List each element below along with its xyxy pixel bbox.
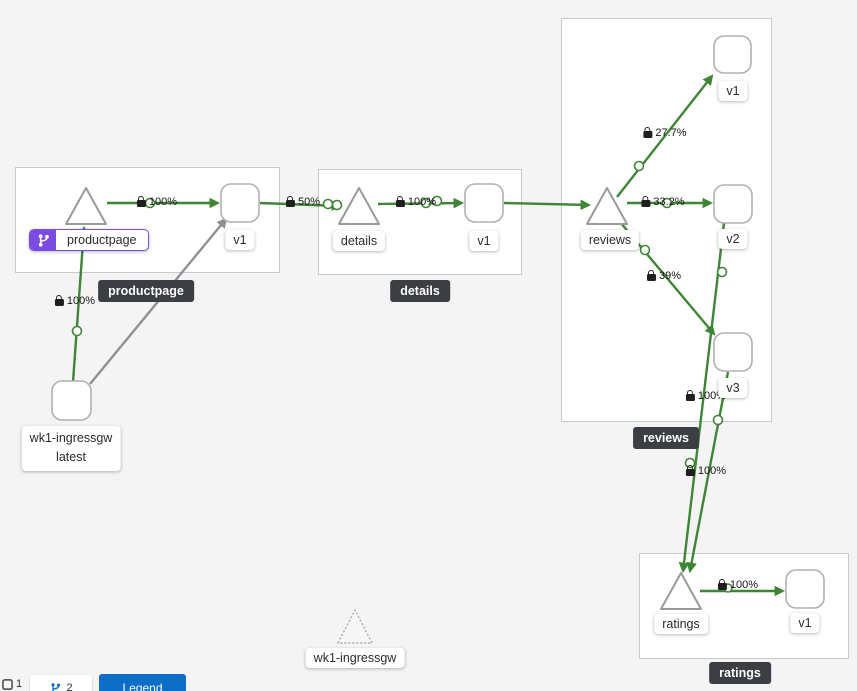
- mtls-lock-icon: [717, 579, 727, 590]
- edge-label: 33.2%: [641, 196, 685, 208]
- ratings-v1-node[interactable]: [785, 569, 825, 609]
- edge-label: 100%: [395, 196, 436, 208]
- edge-v3-to-ratings[interactable]: [686, 371, 730, 574]
- edge-dot: [661, 197, 673, 209]
- mtls-lock-icon: [643, 127, 653, 138]
- productpage-v1-label[interactable]: v1: [225, 230, 255, 250]
- mtls-lock-icon: [685, 465, 695, 476]
- edge-ingress-to-productpage[interactable]: [71, 225, 89, 383]
- edge-dot: [322, 198, 334, 210]
- edge-details-to-v1[interactable]: [377, 197, 465, 209]
- edge-dot: [331, 199, 343, 211]
- reviews-v3-node[interactable]: [713, 332, 753, 372]
- legend-button[interactable]: Legend: [99, 674, 186, 691]
- mtls-lock-icon: [285, 196, 295, 207]
- edge-label: 100%: [685, 465, 726, 477]
- reviews-v1-label[interactable]: v1: [718, 81, 748, 101]
- reviews-v2-node[interactable]: [713, 184, 753, 224]
- details-service-node[interactable]: [338, 187, 380, 225]
- edge-label: 39%: [646, 270, 681, 282]
- idle-service-node[interactable]: [337, 609, 373, 644]
- edge-to-reviews[interactable]: [503, 199, 592, 211]
- namespace-count: 1: [2, 678, 22, 690]
- ratings-tooltip: ratings: [709, 662, 771, 684]
- reviews-v2-label[interactable]: v2: [718, 229, 748, 249]
- edge-dot: [639, 244, 651, 256]
- edge-v2-to-ratings[interactable]: [678, 222, 726, 574]
- graph-node-count-value: 2: [66, 682, 73, 691]
- idle-service-label[interactable]: wk1-ingressgw: [305, 648, 405, 668]
- graph-stats-chip[interactable]: 2: [30, 675, 92, 691]
- edge-label: 50%: [285, 196, 320, 208]
- edge-label: 100%: [717, 579, 758, 591]
- ratings-service-label[interactable]: ratings: [654, 614, 708, 634]
- graph-nodes-icon: [51, 682, 61, 691]
- productpage-tooltip: productpage: [98, 280, 194, 302]
- ingressgw-name: wk1-ingressgw: [29, 431, 113, 445]
- ratings-service-node[interactable]: [660, 572, 702, 610]
- mtls-lock-icon: [646, 270, 656, 281]
- ingressgw-node[interactable]: [51, 380, 92, 421]
- edge-dot: [712, 414, 724, 426]
- details-service-label[interactable]: details: [332, 231, 386, 251]
- edge-reviews-to-v1[interactable]: [616, 74, 714, 198]
- reviews-tooltip: reviews: [633, 427, 699, 449]
- ratings-v1-label[interactable]: v1: [790, 613, 820, 633]
- edge-label: 27.7%: [643, 127, 687, 139]
- virtual-service-branch-icon: [30, 230, 56, 250]
- ingressgw-label[interactable]: wk1-ingressgw latest: [21, 426, 121, 471]
- details-v1-node[interactable]: [464, 183, 504, 223]
- edge-dot: [71, 325, 83, 337]
- namespace-count-value: 1: [16, 678, 23, 690]
- reviews-v3-label[interactable]: v3: [718, 378, 748, 398]
- ingressgw-version: latest: [56, 450, 86, 465]
- reviews-v1-node[interactable]: [713, 35, 752, 74]
- edge-label: 100%: [54, 295, 95, 307]
- edge-label: 100%: [136, 196, 177, 208]
- mtls-lock-icon: [136, 196, 146, 207]
- namespace-icon: [2, 678, 13, 690]
- productpage-service-node[interactable]: [65, 187, 107, 225]
- edge-dot: [716, 266, 728, 278]
- productpage-service-name: productpage: [67, 233, 137, 247]
- reviews-service-label[interactable]: reviews: [580, 230, 640, 250]
- edge-dot: [633, 160, 645, 172]
- mtls-lock-icon: [395, 196, 405, 207]
- mtls-lock-icon: [54, 295, 64, 306]
- edge-dot: [431, 195, 443, 207]
- mtls-lock-icon: [685, 390, 695, 401]
- mtls-lock-icon: [641, 196, 651, 207]
- edge-dot: [420, 197, 432, 209]
- details-tooltip: details: [390, 280, 450, 302]
- details-v1-label[interactable]: v1: [469, 231, 499, 251]
- reviews-service-node[interactable]: [586, 187, 628, 225]
- productpage-service-label[interactable]: productpage: [29, 229, 149, 251]
- productpage-v1-node[interactable]: [220, 183, 260, 223]
